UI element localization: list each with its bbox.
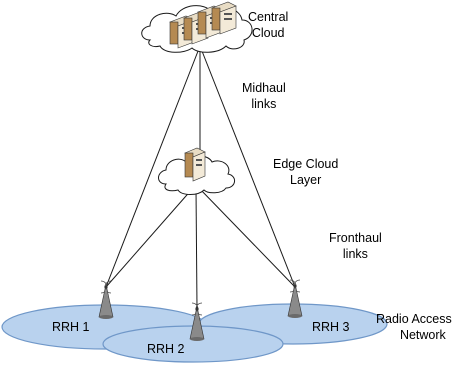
server-icon: [184, 147, 206, 182]
edge-cloud-label: Edge Cloud Layer: [273, 156, 338, 188]
ran-label-line1: Radio Access: [376, 312, 452, 326]
server-icon: [211, 1, 237, 35]
links: [105, 45, 296, 309]
antenna-tower-icon: [98, 280, 114, 319]
link-edge-rrh3: [198, 187, 296, 288]
fronthaul-label-line1: Fronthaul: [329, 231, 382, 245]
fronthaul-label: Fronthaul links: [329, 230, 382, 262]
midhaul-label-line1: Midhaul: [242, 81, 286, 95]
central-cloud-label-line2: Cloud: [251, 26, 285, 40]
midhaul-label: Midhaul links: [242, 80, 286, 112]
rrh3-label: RRH 3: [312, 320, 350, 334]
ran-label: Radio Access Network: [376, 311, 452, 343]
rrh1-label: RRH 1: [52, 320, 90, 334]
central-server-icons: [169, 1, 237, 49]
coverage-cells: [1, 303, 388, 363]
edge-cloud-label-line1: Edge Cloud: [273, 157, 339, 171]
link-edge-rrh1: [105, 187, 194, 288]
central-cloud-label-line1: Central: [248, 10, 289, 24]
antenna-tower-icon: [287, 279, 303, 318]
midhaul-label-line2: links: [251, 97, 277, 111]
ran-label-line2: Network: [399, 328, 446, 342]
fronthaul-label-line2: links: [342, 247, 368, 261]
edge-cloud-label-line2: Layer: [290, 173, 322, 187]
link-edge-rrh2: [195, 187, 198, 309]
rrh2-label: RRH 2: [147, 342, 185, 356]
link-central-rrh3: [199, 45, 296, 288]
antenna-tower-icon: [189, 302, 205, 341]
link-central-rrh1: [105, 45, 201, 288]
central-cloud-label: Central Cloud: [248, 9, 288, 41]
